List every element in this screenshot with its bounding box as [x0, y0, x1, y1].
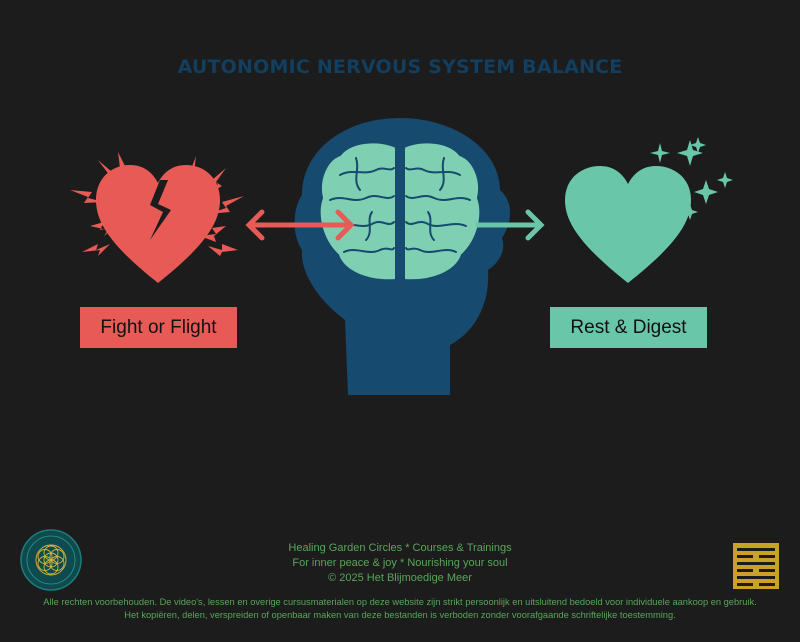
arrow-right-icon	[475, 209, 545, 241]
footer-line-tagline: For inner peace & joy * Nourishing your …	[292, 557, 508, 569]
footer-line-copyright: © 2025 Het Blijmoedige Meer	[328, 572, 472, 584]
footer-line-rights: Alle rechten voorbehouden. De video's, l…	[43, 597, 757, 607]
double-arrow-icon	[245, 209, 355, 241]
heart-icon	[565, 166, 691, 283]
footer-line-copying: Het kopiëren, delen, verspreiden of open…	[124, 610, 676, 620]
head-brain-icon	[294, 118, 511, 395]
gold-trigram-logo	[733, 543, 779, 589]
broken-heart-icon	[70, 152, 244, 283]
rest-and-digest-label: Rest & Digest	[550, 307, 707, 348]
page-title: AUTONOMIC NERVOUS SYSTEM BALANCE	[177, 56, 623, 78]
sparkles-icon	[642, 137, 733, 220]
fight-or-flight-label: Fight or Flight	[80, 307, 237, 348]
flower-of-life-logo	[20, 529, 82, 591]
footer-line-brand: Healing Garden Circles * Courses & Train…	[288, 542, 512, 554]
